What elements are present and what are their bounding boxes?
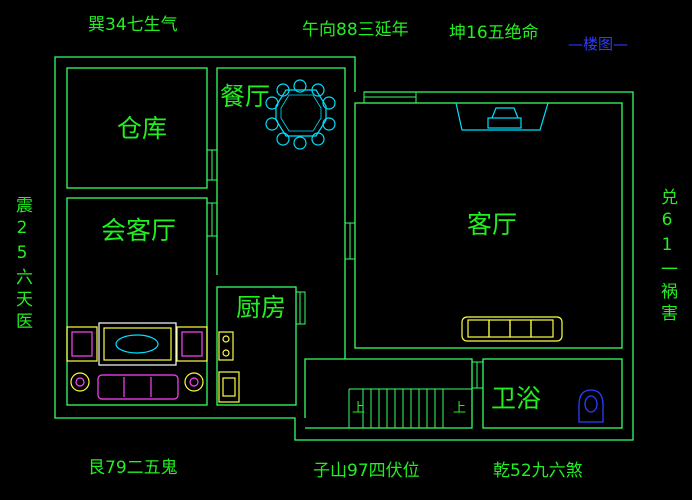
window-marks (206, 91, 484, 389)
kitchen-appliances (218, 331, 240, 403)
exterior-wall (54, 56, 634, 441)
stair-up-mark: 上 (352, 401, 366, 416)
compass-north-label: 午向88三延年 (302, 20, 409, 40)
room-label-kitchen: 厨房 (236, 293, 287, 322)
compass-west-label: 震25六天医 (12, 196, 32, 334)
stair-up-mark: 上 (453, 401, 467, 416)
room-label-dining: 餐厅 (220, 82, 271, 111)
compass-northeast-label: 坤16五绝命 (449, 23, 539, 43)
staircase (348, 388, 472, 428)
room-label-living: 客厅 (467, 210, 518, 239)
room-label-reception: 会客厅 (101, 216, 177, 245)
storage-wall (66, 67, 208, 189)
room-label-bath: 卫浴 (491, 384, 542, 413)
kitchen-wall (216, 286, 297, 406)
compass-southwest-label: 艮79二五鬼 (88, 458, 178, 478)
dining-table (265, 79, 336, 150)
living-sofa (461, 316, 563, 342)
floor-plan-tag: —楼图— (568, 35, 629, 53)
toilet (578, 389, 604, 423)
tv-cabinet (455, 102, 549, 131)
bath-wall (482, 358, 623, 429)
reception-furniture (66, 322, 208, 400)
compass-southeast-label: 乾52九六煞 (493, 461, 583, 481)
compass-east-label: 兑61一祸害 (657, 188, 677, 326)
compass-northwest-label: 巽34七生气 (88, 15, 178, 35)
reception-wall (66, 197, 208, 406)
compass-south-label: 子山97四伏位 (313, 461, 420, 481)
room-label-storage: 仓库 (117, 114, 168, 143)
corridor-wall (304, 358, 473, 429)
